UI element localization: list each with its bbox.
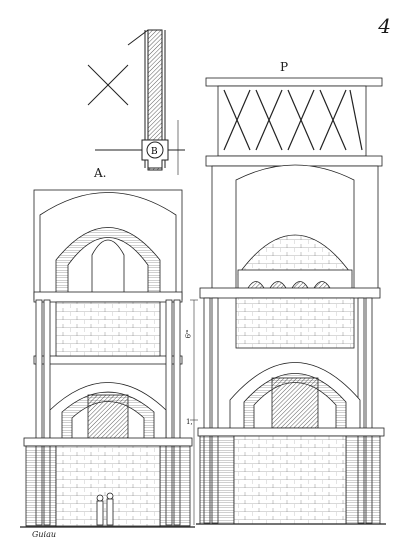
label-a: A. <box>94 166 107 180</box>
page-number: 4 <box>378 14 391 38</box>
dimension-label-bottom: 1, <box>186 418 193 426</box>
dimension-scale <box>190 299 198 525</box>
dimension-label-top: 6ᵐ <box>184 329 193 339</box>
label-b: B <box>151 147 158 157</box>
engraver-signature: Guiau <box>32 530 57 539</box>
elevation-a <box>20 189 195 528</box>
plan-drawing <box>87 29 185 175</box>
figures-illustration <box>96 492 114 526</box>
elevation-p <box>196 77 386 525</box>
label-p: P <box>280 60 289 74</box>
